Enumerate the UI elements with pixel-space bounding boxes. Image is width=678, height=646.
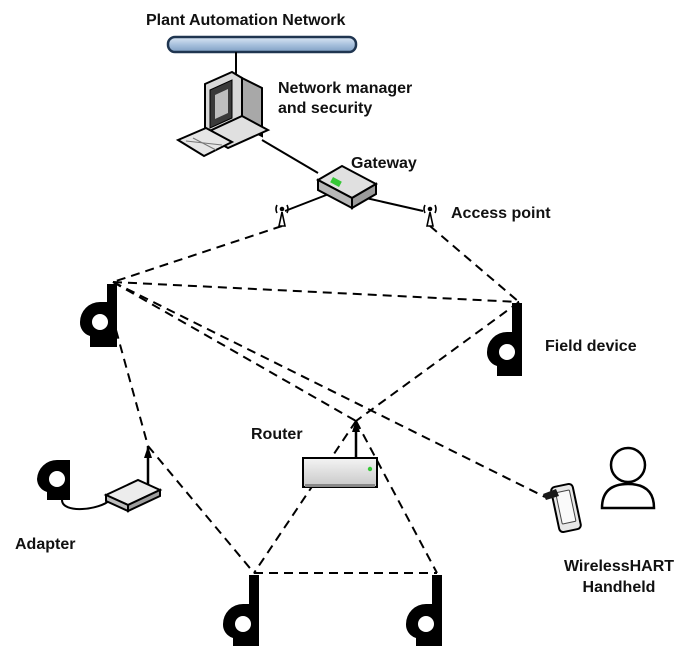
router-icon (302, 420, 378, 488)
handheld-label-line2: Handheld (582, 579, 656, 596)
adapter-cable (61, 499, 111, 511)
adapter-icon (103, 446, 163, 513)
adapter-label: Adapter (15, 536, 76, 553)
gateway-icon (315, 164, 379, 210)
gateway-label: Gateway (351, 155, 417, 172)
field-device-label: Field device (545, 338, 637, 355)
router-label: Router (251, 426, 303, 443)
field-device-icon (37, 459, 70, 500)
manager-to-gateway-link (261, 139, 319, 174)
gateway-to-ap-right-link (365, 197, 424, 212)
handheld-label-line1: WirelessHART (563, 558, 675, 575)
antenna-icon (423, 204, 437, 227)
field-device-icon (222, 575, 259, 646)
field-device-icon (486, 303, 522, 376)
network-manager-label-line1: Network manager (278, 80, 413, 97)
network-manager-computer-icon (175, 70, 271, 158)
wireless-mesh-links (112, 225, 546, 574)
field-device-icon (405, 575, 442, 646)
network-manager-label-line2: and security (278, 100, 373, 117)
person-icon (600, 446, 656, 510)
plant-network-bus (166, 35, 358, 54)
antenna-icon (275, 204, 289, 227)
access-point-label: Access point (451, 205, 551, 222)
plant-network-label: Plant Automation Network (146, 12, 346, 29)
handheld-icon (543, 482, 582, 534)
field-device-icon (79, 284, 117, 347)
